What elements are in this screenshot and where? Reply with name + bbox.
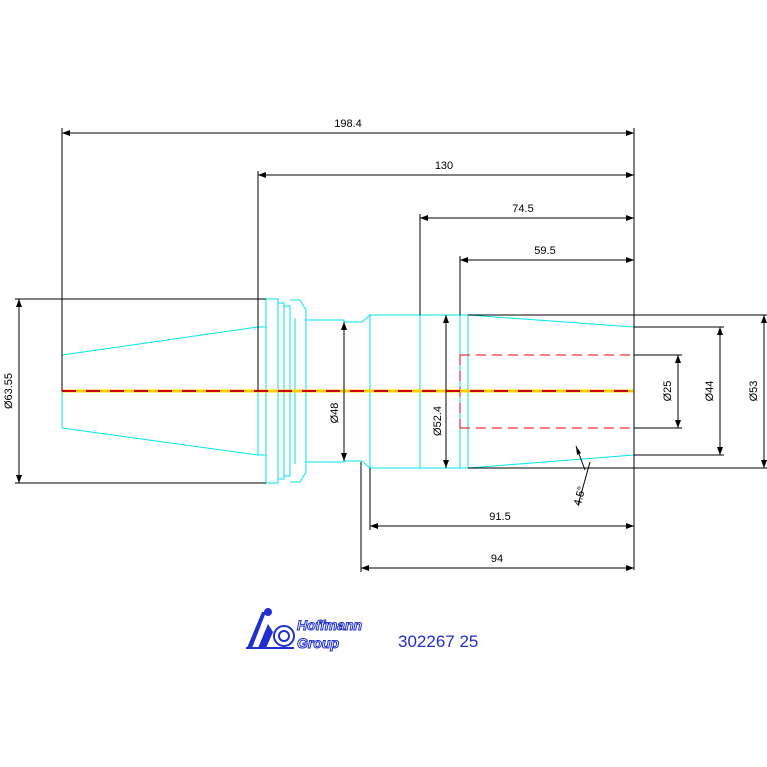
dim-74-5: 74.5 [419, 203, 634, 315]
dim-91-5-label: 91.5 [489, 511, 510, 523]
dim-74-5-label: 74.5 [512, 203, 533, 215]
dim-59-5: 59.5 [459, 245, 634, 315]
dim-94-label: 94 [491, 553, 503, 565]
dim-overall-length: 198.4 [61, 118, 635, 570]
dim-dia-52-4: Ø52.4 [432, 315, 449, 468]
dim-dia-53-label: Ø53 [748, 381, 760, 402]
dim-dia-53: Ø53 [468, 314, 767, 469]
hoffmann-logo: Hoffmann Group [246, 608, 363, 652]
dim-angle: 4.5° [572, 445, 591, 507]
dim-dia-63-55-label: Ø63.55 [3, 373, 15, 409]
dim-angle-label: 4.5° [572, 485, 589, 507]
dim-dia-48: Ø48 [329, 322, 347, 461]
dim-91-5: 91.5 [369, 468, 634, 530]
dim-130-label: 130 [435, 160, 453, 172]
dim-dia-63-55: Ø63.55 [3, 298, 266, 484]
brand-name-line2: Group [297, 635, 339, 651]
dim-dia-25-label: Ø25 [662, 381, 674, 402]
dim-dia-48-label: Ø48 [329, 403, 341, 424]
dim-198-4-label: 198.4 [334, 118, 362, 130]
dim-130: 130 [257, 160, 634, 391]
dim-dia-52-4-label: Ø52.4 [432, 406, 444, 436]
dim-94: 94 [360, 462, 634, 572]
dim-59-5-label: 59.5 [534, 245, 555, 257]
brand-name-line1: Hoffmann [297, 617, 362, 633]
hoffmann-logo-icon [246, 608, 295, 649]
dim-dia-25: Ø25 [634, 354, 682, 429]
part-number: 302267 25 [398, 632, 478, 651]
dim-dia-44-label: Ø44 [704, 381, 716, 402]
dim-dia-44: Ø44 [634, 326, 724, 456]
